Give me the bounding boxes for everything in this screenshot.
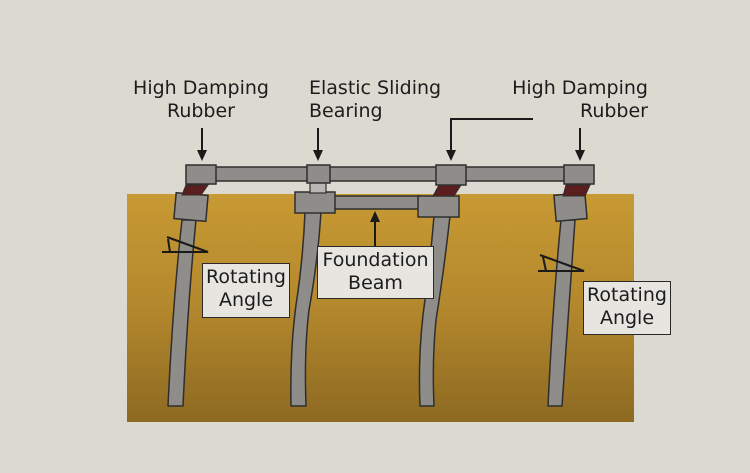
bearing-block-1 <box>185 164 217 185</box>
label-high-damping-rubber-right: High Damping Rubber <box>512 77 648 123</box>
label-line: Beam <box>348 272 403 294</box>
rubber-pad-right <box>562 184 591 197</box>
pile-cap-center-left <box>294 191 336 214</box>
arrow-esb <box>313 150 323 161</box>
rotating-angle-markers <box>162 236 585 272</box>
piles <box>167 211 576 407</box>
label-line: Elastic Sliding <box>309 77 442 99</box>
rubber-pads <box>181 184 591 197</box>
pile-center-left <box>290 211 322 407</box>
foundation-beam <box>333 195 421 210</box>
label-line: Rotating <box>587 284 667 306</box>
label-rotating-angle-left: Rotating Angle <box>202 263 290 318</box>
label-line: Rubber <box>166 100 235 122</box>
label-rotating-angle-right: Rotating Angle <box>583 281 671 335</box>
bearing-block-3 <box>435 164 467 186</box>
pile-cap-center-right <box>417 195 460 218</box>
bearing-block-2 <box>306 164 331 184</box>
label-line: High Damping <box>512 77 648 99</box>
bearing-block-4 <box>563 164 595 185</box>
arrow-hdr-center <box>446 150 456 161</box>
leader-arrows <box>197 118 585 246</box>
pile-cap-left <box>173 191 209 223</box>
arrow-hdr-right <box>575 150 585 161</box>
label-line: Angle <box>599 307 655 329</box>
arrow-foundation <box>370 211 380 222</box>
label-line: Foundation <box>322 249 429 271</box>
bearing-blocks <box>185 164 595 186</box>
pile-cap-right <box>553 191 588 223</box>
label-line: Rubber <box>579 100 648 122</box>
pile-right <box>547 219 576 407</box>
label-line: High Damping <box>133 77 269 99</box>
rubber-pad-left <box>181 184 209 196</box>
angle-marker-left <box>162 236 209 253</box>
angle-marker-right <box>538 254 585 272</box>
label-foundation-beam: Foundation Beam <box>317 246 434 299</box>
pile-left <box>167 219 197 407</box>
label-line: Angle <box>218 289 274 311</box>
label-high-damping-rubber-left: High Damping Rubber <box>133 77 269 123</box>
superstructure-beam <box>213 166 567 182</box>
label-line: Bearing <box>309 100 383 122</box>
label-line: Rotating <box>206 266 286 288</box>
arrow-hdr-left <box>197 150 207 161</box>
label-elastic-sliding-bearing: Elastic Sliding Bearing <box>309 77 441 123</box>
